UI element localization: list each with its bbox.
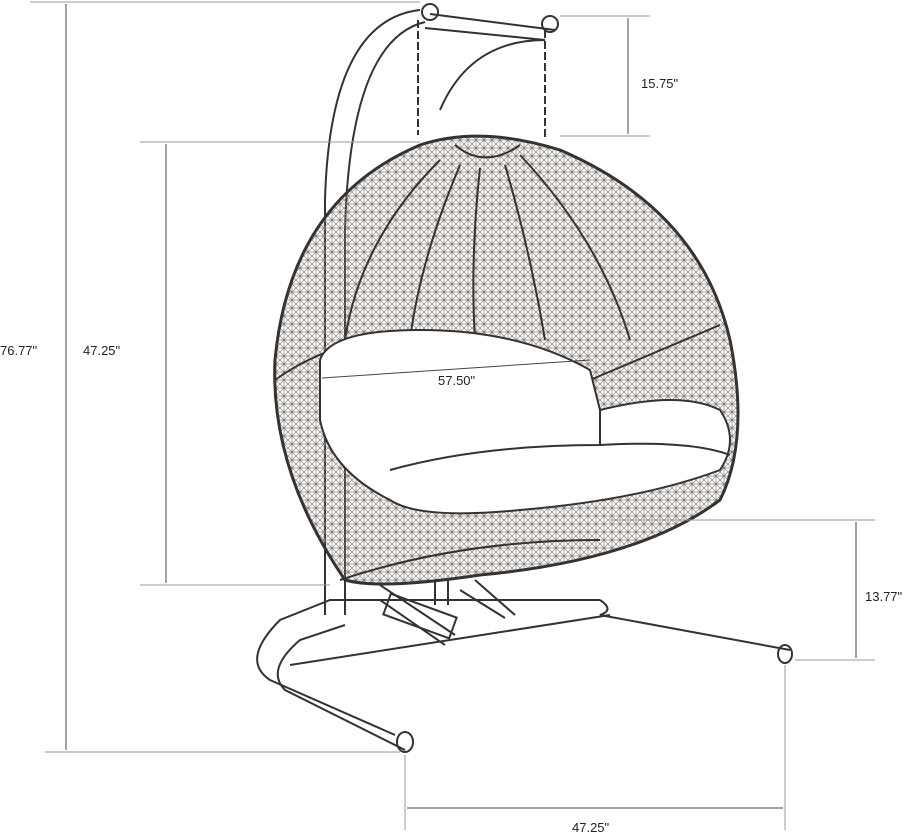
base-depth-label: 47.25"	[572, 820, 610, 835]
cushions	[319, 328, 731, 581]
chains	[417, 20, 546, 140]
basket-width-label: 57.50"	[438, 373, 476, 388]
dimension-lines	[30, 1, 875, 830]
basket-height-label: 47.25"	[83, 343, 121, 358]
total-height-label: 76.77"	[0, 343, 38, 358]
chain-length-label: 15.75"	[641, 76, 679, 91]
seat-height-label: 13.77"	[865, 589, 903, 604]
